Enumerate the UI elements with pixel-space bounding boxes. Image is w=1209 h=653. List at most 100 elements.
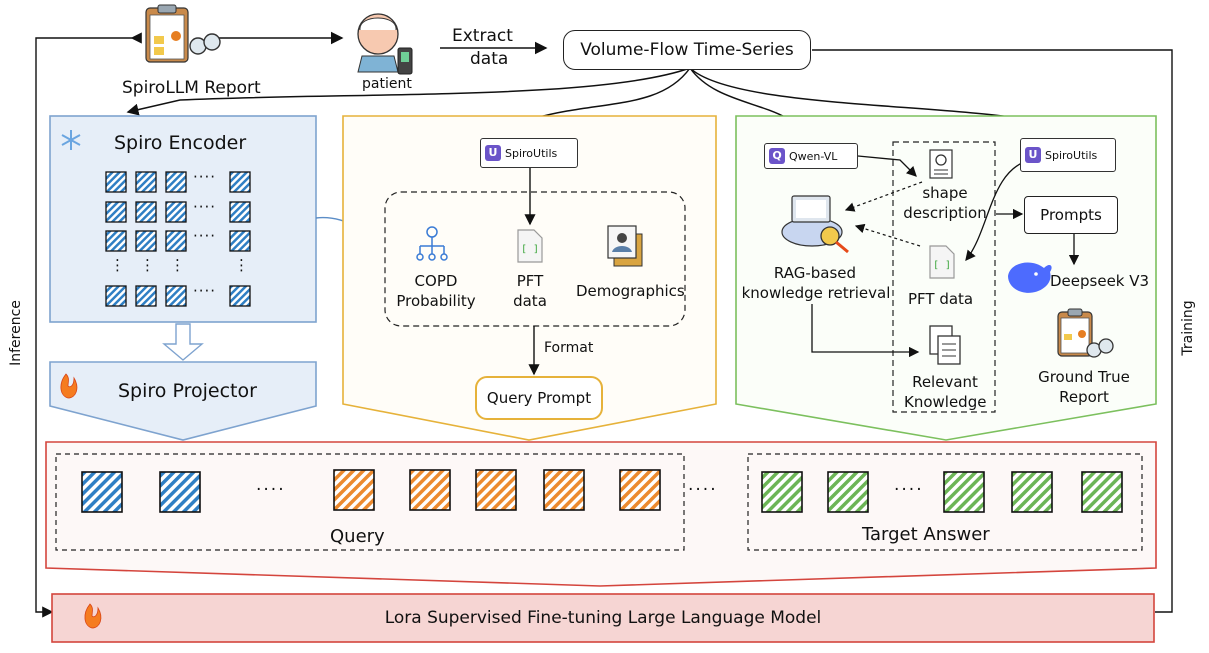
spiroutils-label: SpiroUtils (505, 146, 558, 160)
knowledge-document-icon (929, 325, 961, 365)
copd-probability-label: Probability (396, 292, 476, 310)
qwen-icon: Q (769, 148, 785, 164)
training-label: Training (1180, 300, 1196, 356)
format-label: Format (544, 340, 594, 356)
demographics-icon (607, 225, 643, 267)
training-loop-line (812, 49, 1173, 613)
qwen-to-shape-arrow (857, 155, 917, 177)
qwen-box: Q Qwen-VL (764, 143, 858, 169)
patient-icon (357, 13, 413, 75)
ts-to-middle-arrow (528, 67, 691, 136)
deepseek-label: Deepseek V3 (1050, 272, 1150, 290)
orange-token (333, 469, 375, 511)
pft-data-label: data (513, 292, 547, 310)
pft-label: PFT (516, 272, 544, 290)
ts-to-encoder-arrow (126, 67, 691, 116)
copd-label: COPD (414, 272, 458, 290)
snowflake-icon (61, 130, 81, 150)
encoder-vdots: ⋮ (140, 256, 155, 274)
encoder-title: Spiro Encoder (114, 132, 247, 154)
rag-retrieval-icon (781, 195, 849, 254)
ground-true-label: Ground True (1038, 368, 1130, 386)
copd-network-icon (416, 226, 448, 261)
middle-dashed-group (384, 191, 686, 327)
qwen-label: Qwen-VL (789, 149, 838, 163)
report-clipboard-icon (145, 4, 221, 63)
projector-title: Spiro Projector (118, 380, 257, 402)
spiroutils-label: SpiroUtils (1045, 148, 1098, 162)
inference-label: Inference (8, 300, 24, 366)
utils-to-pft-right-arrow (965, 159, 1031, 262)
encoder-vdots: ⋮ (170, 256, 185, 274)
demographics-label: Demographics (576, 282, 685, 300)
relevant-knowledge-label: Knowledge (904, 393, 987, 411)
encoder-dots: ···· (193, 282, 217, 300)
spiroutils-icon: U (485, 145, 501, 161)
timeseries-box: Volume-Flow Time-Series (563, 30, 811, 70)
report-clipboard-icon (1057, 308, 1114, 358)
extract-label: Extract (452, 26, 513, 46)
fire-icon (84, 603, 102, 629)
right-pft-label: PFT data (908, 290, 974, 308)
query-tokens (81, 469, 661, 513)
orange-token (409, 469, 451, 511)
target-dashed-group (747, 453, 1143, 551)
relevant-label: Relevant (912, 373, 978, 391)
shape-description-label: description (903, 204, 987, 222)
green-token (761, 471, 803, 513)
query-label: Query (330, 526, 385, 547)
green-token (1011, 471, 1053, 513)
report-label: SpiroLLM Report (122, 78, 261, 98)
spiroutils-box: U SpiroUtils (1020, 138, 1116, 172)
middle-ellipsis: ···· (688, 480, 718, 500)
right-dashed-group (892, 141, 996, 413)
svg-text:[ ]: [ ] (933, 260, 951, 271)
svg-text:[ ]: [ ] (521, 244, 539, 255)
prompts-box: Prompts (1024, 196, 1118, 234)
blue-token (81, 471, 123, 513)
encoder-dots: ···· (193, 198, 217, 216)
ground-report-label: Report (1059, 388, 1109, 406)
middle-panel (342, 115, 717, 441)
green-token (943, 471, 985, 513)
spiroutils-icon: U (1025, 147, 1041, 163)
token-panel (45, 441, 1157, 587)
encoder-token-grid (105, 171, 251, 307)
llm-label: Lora Supervised Fine-tuning Large Langua… (384, 608, 822, 628)
llm-bar (51, 593, 1155, 643)
rag-label: RAG-based (773, 264, 857, 282)
encoder-dots: ···· (193, 168, 217, 186)
green-token (827, 471, 869, 513)
target-answer-label: Target Answer (862, 524, 990, 545)
encoder-vdots: ⋮ (234, 256, 249, 274)
fire-icon (60, 373, 78, 399)
patient-label: patient (362, 76, 412, 92)
rag-retrieval-label: knowledge retrieval (741, 284, 891, 302)
query-dashed-group (55, 453, 685, 551)
encoder-to-projector-arrow (162, 323, 204, 361)
inference-loop-line (35, 32, 142, 618)
green-token (1081, 471, 1123, 513)
query-ellipsis: ···· (256, 480, 286, 500)
encoder-dots: ···· (193, 227, 217, 245)
rag-to-relevant-arrow (811, 304, 920, 358)
target-ellipsis: ···· (894, 480, 924, 500)
spiroutils-box: U SpiroUtils (480, 138, 578, 168)
shape-to-rag-arrow (844, 181, 923, 212)
target-tokens (761, 471, 1123, 513)
extract-data-label: data (470, 49, 509, 69)
blue-token (159, 471, 201, 513)
projector-shape (49, 361, 317, 441)
pft-file-icon: [ ] (517, 229, 543, 263)
pft-to-rag-arrow (854, 223, 921, 247)
pft-file-icon: [ ] (929, 245, 955, 279)
orange-token (619, 469, 661, 511)
shape-description-icon (929, 149, 953, 179)
orange-token (543, 469, 585, 511)
orange-token (475, 469, 517, 511)
query-prompt-box: Query Prompt (475, 376, 603, 420)
encoder-vdots: ⋮ (110, 256, 125, 274)
deepseek-whale-icon (1008, 262, 1052, 293)
shape-label: shape (922, 184, 968, 202)
